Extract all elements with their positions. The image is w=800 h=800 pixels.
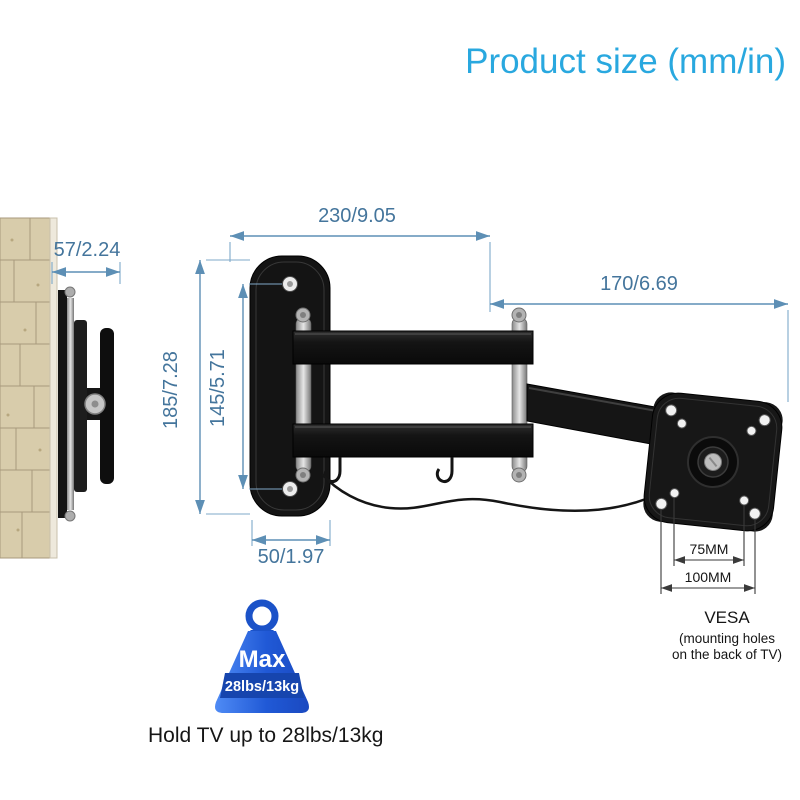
articulating-arms: [292, 307, 695, 513]
cable-hook: [435, 457, 454, 483]
vesa-plate: [643, 392, 783, 532]
dim-hole-spacing-label: 145/5.71: [207, 349, 229, 427]
dim-arm-front-label: 230/9.05: [318, 205, 396, 227]
dim-plate-height-label: 185/7.28: [160, 351, 182, 429]
dim-plate-width-label: 50/1.97: [258, 546, 325, 568]
dim-wall-depth-label: 57/2.24: [54, 239, 121, 261]
dimension-wall-depth: 57/2.24: [51, 239, 121, 284]
bag-handle: [245, 599, 279, 633]
side-view-mount: [58, 286, 114, 522]
dimension-arm-reach-rear: 170/6.69: [490, 273, 789, 402]
vesa-caption: VESA (mounting holes on the back of TV): [672, 608, 782, 662]
dimension-plate-height: 185/7.28: [160, 259, 250, 515]
dimension-vesa-patterns: 75MM 100MM: [660, 498, 756, 594]
vesa-holes: [655, 404, 771, 520]
wall-plate: [249, 255, 331, 517]
vesa-title: VESA: [704, 608, 750, 627]
cable: [321, 469, 693, 513]
dim-vesa-75-label: 75MM: [690, 541, 729, 557]
brick-wall: [0, 217, 58, 559]
max-label: Max: [239, 646, 286, 673]
vesa-note-line1: (mounting holes: [679, 631, 775, 646]
upper-arm: [292, 330, 534, 365]
dimension-hole-spacing: 145/5.71: [207, 283, 282, 490]
dim-arm-rear-label: 170/6.69: [600, 273, 678, 295]
weight-capacity-text: Hold TV up to 28lbs/13kg: [148, 724, 384, 747]
page-title: Product size (mm/in): [465, 42, 786, 81]
max-weight-bag-icon: Max 28lbs/13kg: [215, 599, 309, 713]
bag-band: [220, 673, 304, 698]
dimension-arm-reach-front: 230/9.05: [229, 205, 491, 312]
vesa-note-line2: on the back of TV): [672, 647, 782, 662]
max-capacity-label: 28lbs/13kg: [225, 679, 299, 695]
dim-vesa-100-label: 100MM: [685, 569, 732, 585]
dimension-plate-width: 50/1.97: [251, 520, 331, 568]
lower-arm: [292, 423, 534, 458]
